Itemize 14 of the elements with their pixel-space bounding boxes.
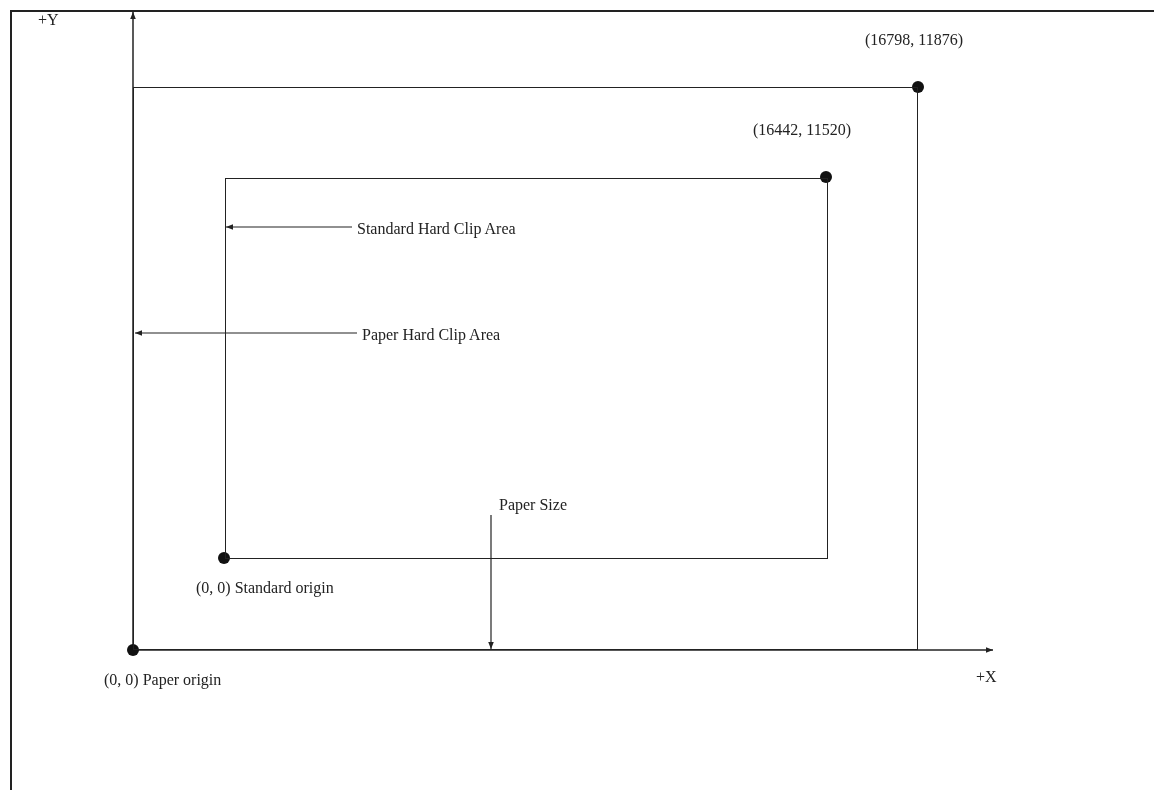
coordinate-label: (16442, 11520) [753, 120, 852, 140]
leader-line [134, 330, 358, 336]
coordinate-label: (0, 0) Paper origin [104, 670, 222, 690]
axis-label: +X [976, 667, 997, 687]
outer-rectangle [133, 87, 918, 650]
coordinate-label: (16798, 11876) [865, 30, 964, 50]
coordinate-label: (0, 0) Standard origin [196, 578, 334, 598]
callout-label: Standard Hard Clip Area [357, 219, 516, 239]
callout-label: Paper Hard Clip Area [362, 325, 501, 345]
inner-rectangle [225, 178, 828, 559]
callout-label: Paper Size [499, 495, 567, 515]
leader-line [488, 514, 494, 650]
axis-label: +Y [38, 10, 59, 30]
leader-line [225, 224, 353, 230]
